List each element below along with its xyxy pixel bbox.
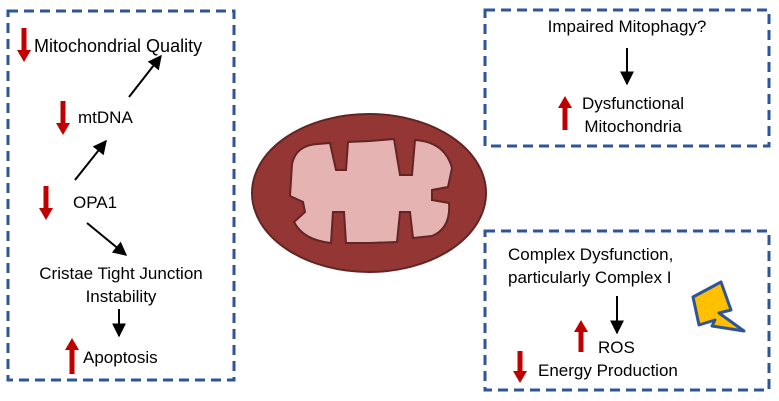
- impaired-mitophagy-label: Impaired Mitophagy?: [547, 17, 707, 36]
- mtdna-direction-arrow: [56, 101, 70, 135]
- opa1-label: OPA1: [73, 193, 118, 212]
- bottom-right-panel-border: [483, 229, 771, 392]
- arrow-opa1-to-mtdna: [74, 139, 107, 181]
- dysfunctional-label-line1: Dysfunctional: [581, 94, 685, 113]
- quality-direction-arrow: [17, 28, 31, 62]
- energy-production-label: Energy Production: [538, 361, 678, 380]
- ros-label: ROS: [598, 338, 635, 357]
- complex-dysfunction-label-line1: Complex Dysfunction,: [508, 245, 674, 264]
- complex-dysfunction-label-line2: particularly Complex I: [508, 268, 672, 287]
- arrow-mtdna-to-quality: [128, 54, 162, 98]
- apoptosis-direction-arrow: [65, 338, 79, 374]
- mitochondrion-icon: [251, 113, 487, 273]
- arrow-opa1-to-cristae: [86, 222, 128, 256]
- opa1-direction-arrow: [39, 186, 53, 220]
- ros-direction-arrow: [574, 320, 588, 352]
- mitochondrial-quality-label: Mitochondrial Quality: [34, 36, 203, 56]
- lightning-bolt-icon: [691, 280, 746, 333]
- mtdna-label: mtDNA: [78, 108, 133, 127]
- cristae-label-line1: Cristae Tight Junction: [39, 264, 203, 283]
- mitochondrion-inner-membrane: [288, 137, 454, 245]
- cristae-label-line2: Instability: [85, 287, 157, 306]
- energy-direction-arrow: [513, 351, 527, 383]
- apoptosis-label: Apoptosis: [83, 348, 158, 367]
- left-panel-border: [6, 9, 236, 382]
- dysfunctional-direction-arrow: [558, 96, 572, 130]
- dysfunctional-label-line2: Mitochondria: [584, 117, 682, 136]
- top-right-panel-border: [483, 8, 771, 148]
